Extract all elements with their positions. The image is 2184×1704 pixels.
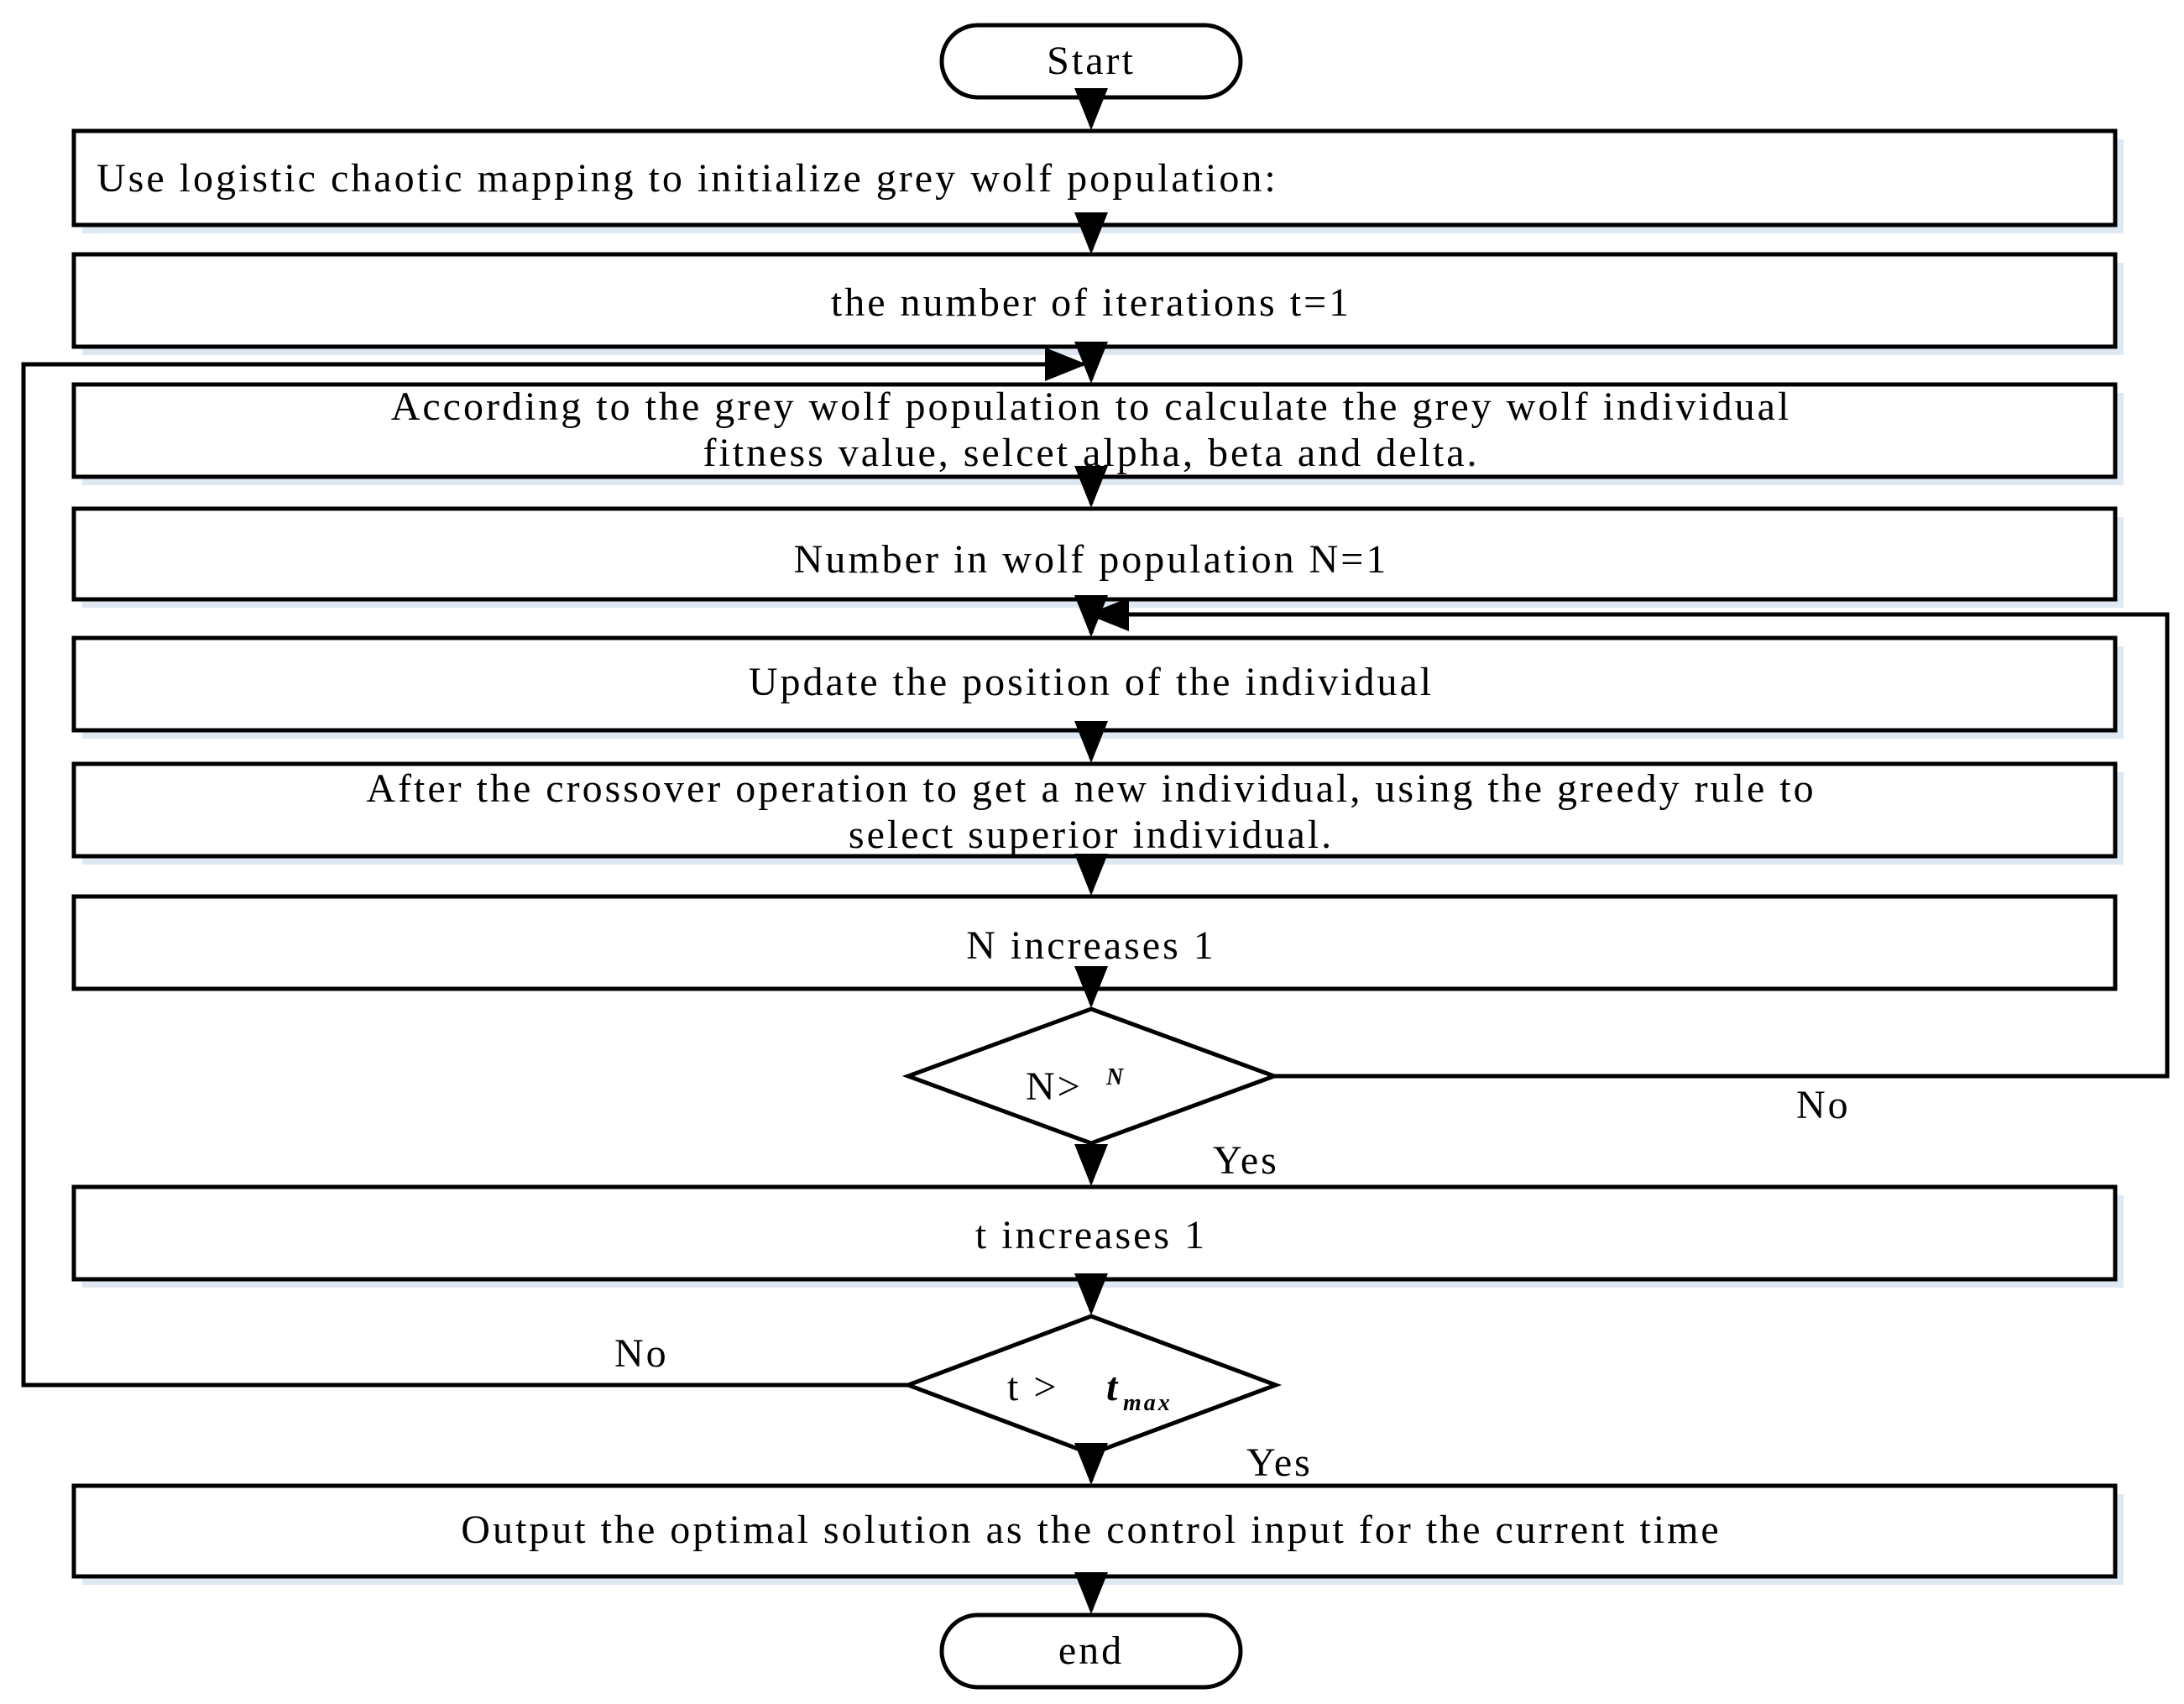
init-population-label: Use logistic chaotic mapping to initiali… bbox=[97, 156, 1278, 201]
t-decision-lhs: t > bbox=[1007, 1365, 1058, 1409]
n-increase-box: N increases 1 bbox=[71, 894, 2118, 991]
iteration-init-label: the number of iterations t=1 bbox=[831, 280, 1351, 325]
end-label: end bbox=[1058, 1628, 1124, 1673]
start-label: Start bbox=[1047, 39, 1136, 83]
start-terminal: Start bbox=[939, 23, 1243, 100]
n-init-label: Number in wolf population N=1 bbox=[794, 537, 1389, 582]
iteration-init-box: the number of iterations t=1 bbox=[71, 252, 2124, 355]
n-decision-lhs: N> bbox=[1026, 1064, 1083, 1109]
t-no-label: No bbox=[614, 1331, 669, 1376]
n-init-box: Number in wolf population N=1 bbox=[71, 506, 2124, 608]
t-increase-box: t increases 1 bbox=[71, 1184, 2124, 1288]
arrow-t-no-loop bbox=[21, 348, 1087, 1388]
n-decision-rhs: N bbox=[1105, 1064, 1126, 1090]
n-decision: N> N bbox=[901, 1006, 1281, 1146]
fitness-label-line1: According to the grey wolf population to… bbox=[391, 384, 1792, 429]
output-label: Output the optimal solution as the contr… bbox=[461, 1508, 1721, 1552]
crossover-label-line2: select superior individual. bbox=[849, 813, 1334, 857]
output-box: Output the optimal solution as the contr… bbox=[71, 1483, 2124, 1585]
init-population-box: Use logistic chaotic mapping to initiali… bbox=[71, 128, 2124, 233]
t-increase-label: t increases 1 bbox=[975, 1213, 1207, 1257]
n-increase-label: N increases 1 bbox=[966, 923, 1216, 968]
t-yes-label: Yes bbox=[1246, 1440, 1313, 1485]
n-yes-label: Yes bbox=[1213, 1138, 1279, 1183]
update-position-box: Update the position of the individual bbox=[71, 635, 2124, 739]
update-position-label: Update the position of the individual bbox=[749, 660, 1434, 704]
crossover-box: After the crossover operation to get a n… bbox=[71, 761, 2124, 865]
t-decision-rhs-sub: max bbox=[1123, 1390, 1173, 1416]
fitness-box: According to the grey wolf population to… bbox=[71, 382, 2124, 485]
arrow-n-no-loop bbox=[1091, 612, 2170, 1079]
t-decision-rhs-main: t bbox=[1106, 1365, 1120, 1409]
n-no-label: No bbox=[1796, 1083, 1851, 1127]
end-terminal: end bbox=[939, 1613, 1243, 1690]
fitness-label-line2: fitness value, selcet alpha, beta and de… bbox=[703, 431, 1479, 475]
crossover-label-line1: After the crossover operation to get a n… bbox=[366, 766, 1816, 811]
t-decision: t > t max bbox=[901, 1314, 1283, 1456]
